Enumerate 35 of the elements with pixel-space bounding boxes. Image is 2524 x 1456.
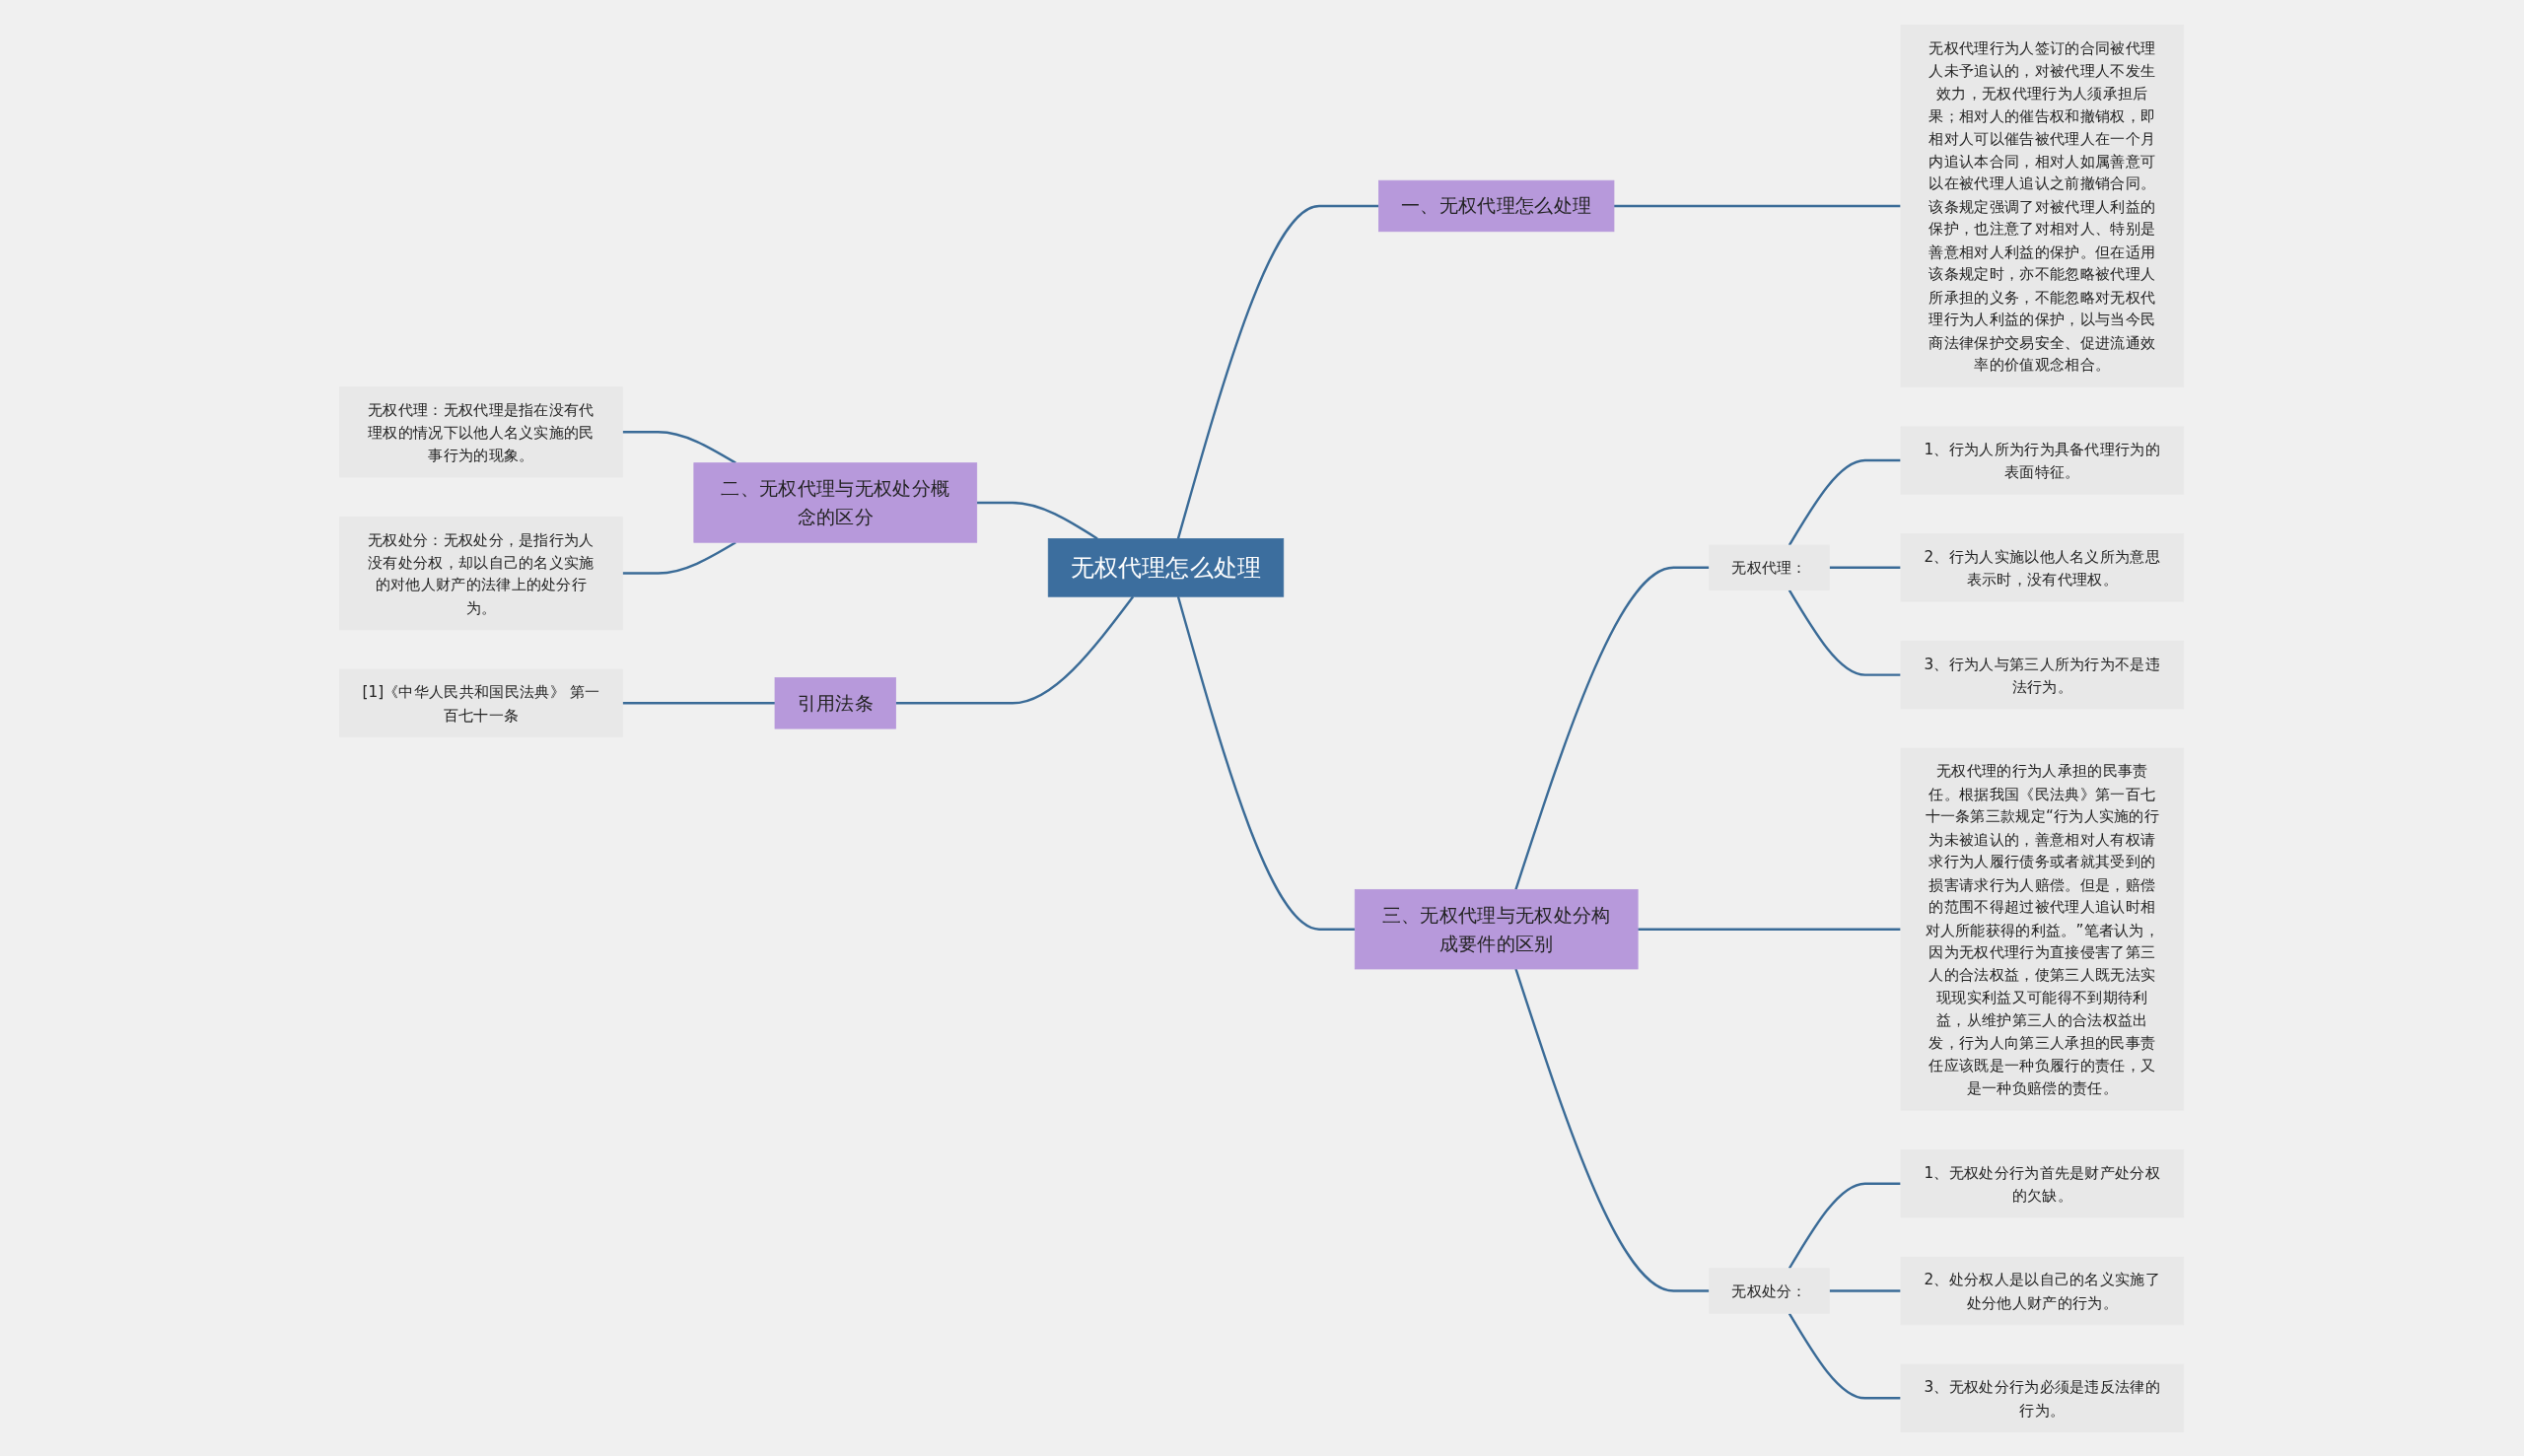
node-box: 三、无权代理与无权处分构成要件的区别	[1355, 888, 1639, 969]
connector	[1177, 204, 1379, 539]
node-box: 无权代理：无权代理是指在没有代理权的情况下以他人名义实施的民事行为的现象。	[339, 385, 624, 477]
connector	[1638, 927, 1902, 931]
connector	[1177, 595, 1356, 931]
connector	[1514, 968, 1711, 1292]
node-box: 无权处分：	[1709, 1267, 1831, 1314]
connector	[1788, 458, 1902, 546]
connector	[1788, 1312, 1902, 1399]
node-box: 2、处分权人是以自己的名义实施了处分他人财产的行为。	[1900, 1256, 2185, 1325]
node-box: 二、无权代理与无权处分概念的区分	[693, 461, 978, 543]
connector	[977, 501, 1099, 539]
node-box: 3、无权处分行为必须是违反法律的行为。	[1900, 1363, 2185, 1432]
connector	[1514, 566, 1711, 890]
node-box: 无权代理怎么处理	[1048, 537, 1285, 597]
connector	[1614, 204, 1902, 207]
connector	[1829, 1288, 1902, 1292]
connector	[1788, 1182, 1902, 1269]
connector	[895, 595, 1135, 704]
node-box: 一、无权代理怎么处理	[1378, 179, 1615, 232]
node-box: 无权代理的行为人承担的民事责任。根据我国《民法典》第一百七十一条第三款规定“行为人实施的行为未被追认的，善意相对人有权请求行为人履行债务或者就其受到的损害请求行为人赔偿。但是，赔偿的范围不得超过被代理人追认时相对人所能获得的利益。”笔者认为，因为无权代理行为直接侵害了第三人的合法权益，使第三人既无法实现现实利益又可能得不到期待利益，从维护第三人的合法权益出发，行为人向第三人承担的民事责任应该既是一种负履行的责任，又是一种负赔偿的责任。	[1900, 747, 2185, 1111]
connector	[1829, 566, 1902, 569]
node-box: 2、行为人实施以他人名义所为意思表示时，没有代理权。	[1900, 532, 2185, 601]
connector	[1788, 589, 1902, 676]
connector	[622, 540, 737, 575]
node-box: 引用法条	[775, 676, 897, 728]
connector	[622, 701, 776, 704]
node-box: 无权代理行为人签订的合同被代理人未予追认的，对被代理人不发生效力，无权代理行为人须承担后果；相对人的催告权和撤销权，即相对人可以催告被代理人在一个月内追认本合同，相对人如属善意可以在被代理人追认之前撤销合同。该条规定强调了对被代理人利益的保护，也注意了对相对人、特别是善意相对人利益的保护。但在适用该条规定时，亦不能忽略被代理人所承担的义务，不能忽略对无权代理行为人利益的保护，以与当今民商法律保护交易安全、促进流通效率的价值观念相合。	[1900, 24, 2185, 387]
node-box: 无权代理：	[1709, 544, 1831, 590]
connector	[622, 430, 737, 464]
node-box: 1、无权处分行为首先是财产处分权的欠缺。	[1900, 1148, 2185, 1217]
node-box: 无权处分：无权处分，是指行为人没有处分权，却以自己的名义实施的对他人财产的法律上的处分行为。	[339, 516, 624, 630]
node-box: [1]《中华人民共和国民法典》 第一百七十一条	[339, 668, 624, 737]
node-box: 1、行为人所为行为具备代理行为的表面特征。	[1900, 425, 2185, 495]
node-box: 3、行为人与第三人所为行为不是违法行为。	[1900, 640, 2185, 709]
